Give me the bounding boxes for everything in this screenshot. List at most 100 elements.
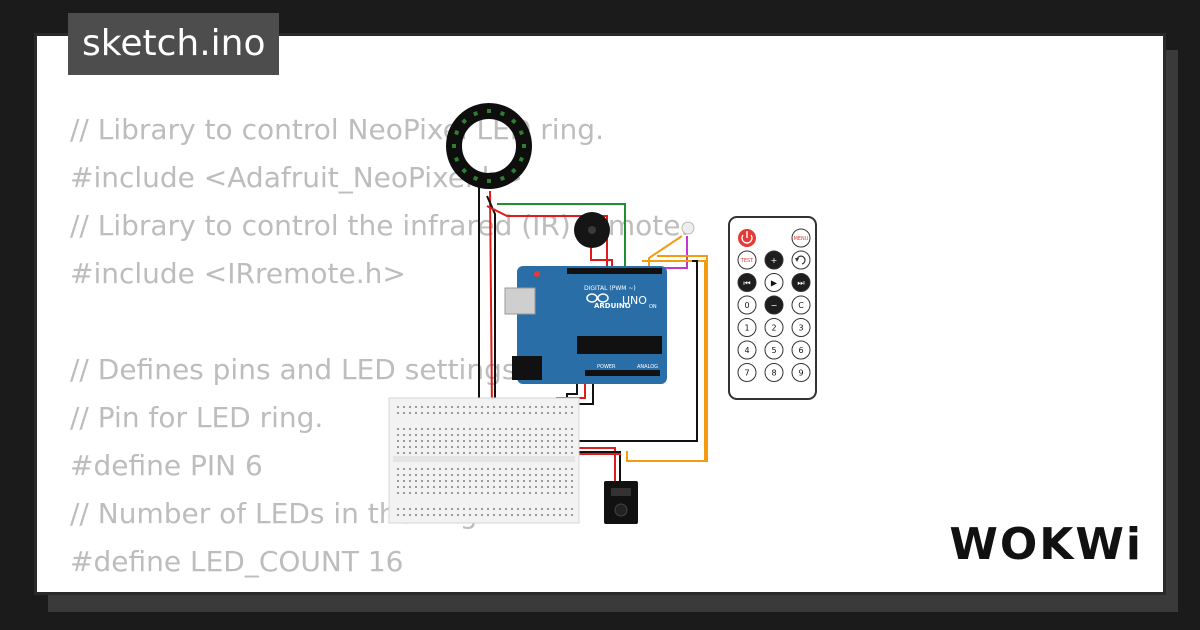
power-label: POWER [597, 364, 616, 370]
breadboard-hole [457, 474, 459, 476]
ring-led [472, 111, 479, 117]
breadboard-hole [553, 486, 555, 488]
remote-key[interactable]: 8 [764, 363, 784, 382]
buzzer[interactable] [574, 212, 610, 248]
remote-key[interactable]: ⏮ [737, 273, 757, 292]
breadboard-hole [499, 440, 501, 442]
breadboard-hole [415, 452, 417, 454]
breadboard[interactable] [388, 397, 580, 524]
breadboard-hole [469, 428, 471, 430]
breadboard-hole [571, 486, 573, 488]
breadboard-hole [535, 428, 537, 430]
breadboard-hole [535, 468, 537, 470]
remote-key[interactable]: 2 [764, 318, 784, 337]
file-name-tab[interactable]: sketch.ino [68, 13, 280, 75]
neopixel-ring[interactable] [446, 103, 532, 189]
breadboard-hole [463, 492, 465, 494]
breadboard-hole [541, 492, 543, 494]
breadboard-hole [421, 412, 423, 414]
breadboard-hole [487, 480, 489, 482]
remote-key-label: 5 [771, 346, 776, 355]
remote-key[interactable]: − [764, 295, 784, 315]
breadboard-hole [547, 508, 549, 510]
back-arrow-icon[interactable] [791, 250, 811, 270]
remote-key-label: 9 [798, 369, 803, 378]
breadboard-hole [541, 452, 543, 454]
breadboard-hole [505, 474, 507, 476]
breadboard-hole [409, 508, 411, 510]
breadboard-hole [523, 474, 525, 476]
remote-key[interactable]: 6 [791, 340, 811, 360]
code-line: #include <Adafruit_NeoPixel.h> [70, 161, 523, 194]
breadboard-hole [475, 428, 477, 430]
breadboard-hole [403, 492, 405, 494]
ring-led [499, 175, 506, 181]
breadboard-hole [481, 514, 483, 516]
breadboard-hole [439, 508, 441, 510]
svg-text:MENU: MENU [794, 236, 809, 242]
ir-receiver[interactable] [604, 481, 638, 524]
breadboard-hole [541, 428, 543, 430]
breadboard-hole [487, 452, 489, 454]
breadboard-hole [505, 452, 507, 454]
wire-black [478, 176, 488, 436]
remote-key[interactable]: 7 [737, 363, 757, 382]
breadboard-hole [493, 406, 495, 408]
breadboard-hole [523, 428, 525, 430]
breadboard-hole [415, 440, 417, 442]
menu-button[interactable]: MENU [791, 228, 811, 248]
breadboard-hole [421, 508, 423, 510]
led[interactable] [681, 221, 695, 235]
breadboard-hole [403, 412, 405, 414]
arduino-uno-board[interactable]: DIGITAL (PWM ~) ARDUINO UNO ON POWER ANA… [504, 266, 667, 384]
remote-key[interactable]: 3 [791, 318, 811, 337]
breadboard-hole [403, 480, 405, 482]
breadboard-hole [469, 492, 471, 494]
digital-label: DIGITAL (PWM ~) [584, 285, 636, 292]
breadboard-hole [451, 514, 453, 516]
breadboard-hole [553, 428, 555, 430]
breadboard-hole [523, 492, 525, 494]
remote-key[interactable]: ▶ [764, 273, 784, 292]
remote-key-label: 4 [744, 346, 749, 355]
breadboard-hole [475, 480, 477, 482]
breadboard-hole [535, 412, 537, 414]
breadboard-hole [541, 474, 543, 476]
code-line: #define PIN 6 [70, 449, 263, 482]
remote-key[interactable]: 4 [737, 340, 757, 360]
breadboard-hole [523, 440, 525, 442]
breadboard-hole [571, 468, 573, 470]
breadboard-hole [451, 428, 453, 430]
breadboard-hole [397, 406, 399, 408]
breadboard-hole [529, 468, 531, 470]
breadboard-hole [481, 428, 483, 430]
power-icon[interactable] [738, 229, 756, 247]
test-button[interactable]: TEST [737, 250, 757, 270]
breadboard-hole [511, 452, 513, 454]
breadboard-hole [451, 440, 453, 442]
breadboard-hole [451, 406, 453, 408]
remote-key[interactable]: 9 [791, 363, 811, 382]
breadboard-hole [529, 412, 531, 414]
remote-key[interactable]: + [764, 250, 784, 270]
breadboard-hole [517, 486, 519, 488]
breadboard-hole [493, 434, 495, 436]
breadboard-hole [475, 474, 477, 476]
breadboard-hole [463, 406, 465, 408]
wire-orange [626, 255, 708, 462]
remote-key[interactable]: ⏭ [791, 273, 811, 292]
breadboard-hole [553, 480, 555, 482]
breadboard-hole [493, 486, 495, 488]
ring-led [510, 118, 517, 125]
remote-key[interactable]: 5 [764, 340, 784, 360]
remote-key[interactable]: C [791, 295, 811, 315]
breadboard-hole [439, 492, 441, 494]
breadboard-hole [457, 480, 459, 482]
breadboard-hole [481, 406, 483, 408]
ring-led [487, 179, 491, 183]
remote-key[interactable]: 0 [737, 295, 757, 315]
remote-key[interactable]: 1 [737, 318, 757, 337]
breadboard-hole [457, 492, 459, 494]
breadboard-hole [445, 428, 447, 430]
